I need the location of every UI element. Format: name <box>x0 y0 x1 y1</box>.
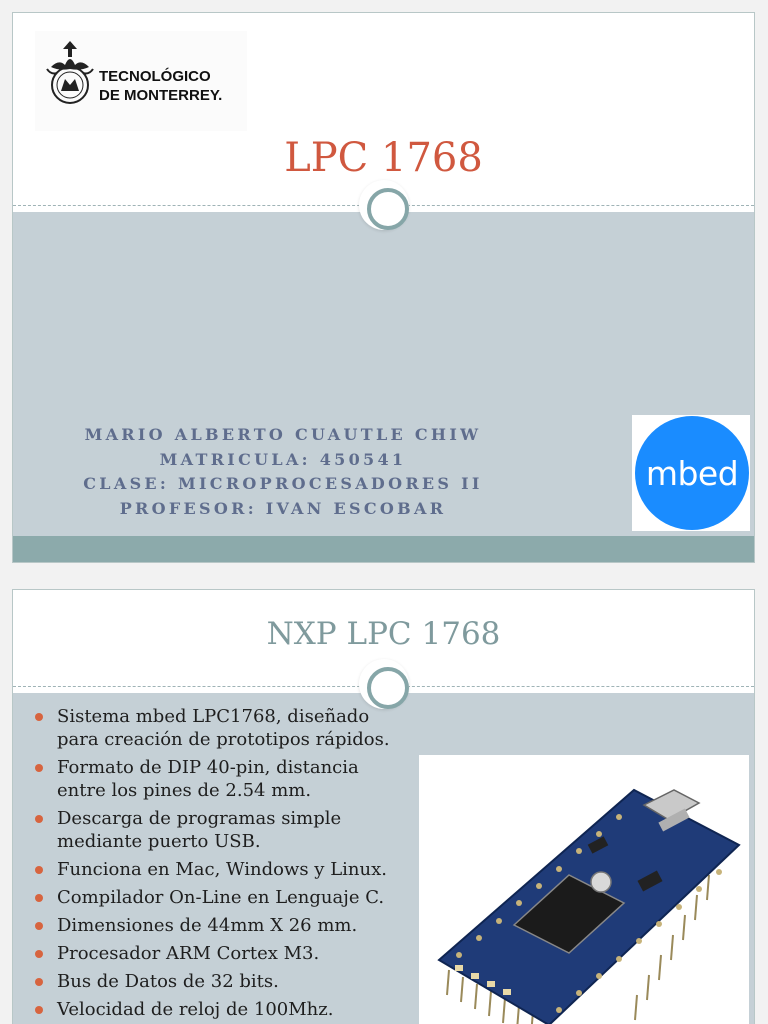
author-matricula: MATRICULA: 450541 <box>159 449 407 469</box>
mbed-logo: mbed <box>632 415 750 531</box>
nxp-slide: NXP LPC 1768 Sistema mbed LPC1768, diseñ… <box>12 589 755 1024</box>
content-band <box>13 212 754 536</box>
mbed-board-illustration <box>437 788 741 1024</box>
bullet-dot-icon <box>35 950 43 958</box>
list-item-text: Bus de Datos de 32 bits. <box>57 971 279 992</box>
bullet-dot-icon <box>35 1006 43 1014</box>
bullet-dot-icon <box>35 764 43 772</box>
bullet-dot-icon <box>35 978 43 986</box>
bullet-dot-icon <box>35 815 43 823</box>
list-item: Sistema mbed LPC1768, diseñado para crea… <box>33 705 413 751</box>
author-profesor: PROFESOR: IVAN ESCOBAR <box>119 498 447 518</box>
feature-list: Sistema mbed LPC1768, diseñado para crea… <box>33 705 413 1024</box>
title-slide: TECNOLÓGICO DE MONTERREY. LPC 1768 MARIO… <box>12 12 755 563</box>
list-item: Funciona en Mac, Windows y Linux. <box>33 858 413 881</box>
author-block: MARIO ALBERTO CUAUTLE CHIW MATRICULA: 45… <box>53 423 513 521</box>
mbed-board-image <box>419 755 749 1024</box>
list-item: Formato de DIP 40-pin, distancia entre l… <box>33 756 413 802</box>
list-item-text: Formato de DIP 40-pin, distancia entre l… <box>57 757 359 801</box>
bullet-dot-icon <box>35 713 43 721</box>
list-item-text: Sistema mbed LPC1768, diseñado para crea… <box>57 706 390 750</box>
bullet-dot-icon <box>35 922 43 930</box>
list-item-text: Compilador On-Line en Lenguaje C. <box>57 887 385 908</box>
slide-title: LPC 1768 <box>284 135 483 181</box>
list-item-text: Procesador ARM Cortex M3. <box>57 943 320 964</box>
logo-line-1: TECNOLÓGICO <box>99 68 211 85</box>
list-item: Descarga de programas simple mediante pu… <box>33 807 413 853</box>
list-item: Bus de Datos de 32 bits. <box>33 970 413 993</box>
ring-ornament-icon <box>359 180 409 230</box>
logo-line-2: DE MONTERREY. <box>99 87 223 104</box>
list-item: Procesador ARM Cortex M3. <box>33 942 413 965</box>
logo-wordmark: TECNOLÓGICO DE MONTERREY. <box>99 67 222 105</box>
list-item: Compilador On-Line en Lenguaje C. <box>33 886 413 909</box>
bottom-strip <box>13 536 754 562</box>
list-item-text: Velocidad de reloj de 100Mhz. <box>57 999 334 1020</box>
list-item-text: Dimensiones de 44mm X 26 mm. <box>57 915 358 936</box>
list-item-text: Funciona en Mac, Windows y Linux. <box>57 859 387 880</box>
tecnologico-seal-icon <box>46 41 94 104</box>
list-item-text: Descarga de programas simple mediante pu… <box>57 808 342 852</box>
list-item: Dimensiones de 44mm X 26 mm. <box>33 914 413 937</box>
ring-ornament-icon <box>359 659 409 709</box>
list-item: Velocidad de reloj de 100Mhz. <box>33 998 413 1021</box>
bullet-dot-icon <box>35 866 43 874</box>
slide-title: NXP LPC 1768 <box>266 616 501 652</box>
bullet-dot-icon <box>35 894 43 902</box>
mbed-logo-text: mbed <box>635 416 749 530</box>
tecnologico-logo: TECNOLÓGICO DE MONTERREY. <box>35 31 247 131</box>
author-clase: CLASE: MICROPROCESADORES II <box>83 474 483 493</box>
author-name: MARIO ALBERTO CUAUTLE CHIW <box>84 425 482 444</box>
